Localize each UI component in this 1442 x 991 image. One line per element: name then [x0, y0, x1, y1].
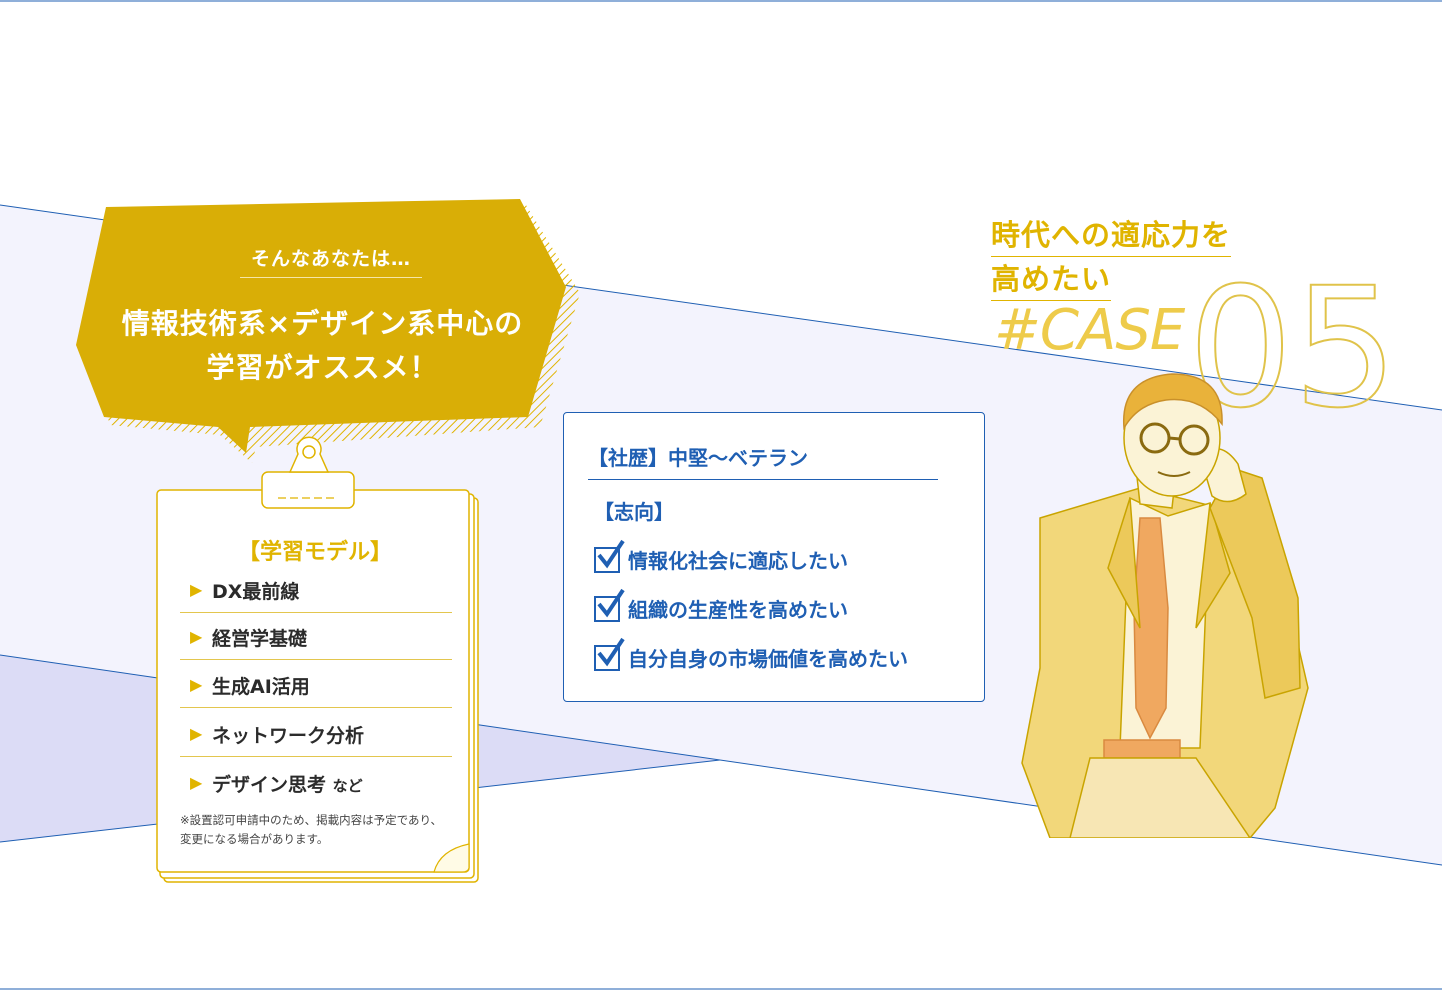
- learning-item: ▶ DX最前線: [180, 576, 452, 613]
- orientation-label: 【志向】: [594, 500, 674, 524]
- learning-item: ▶ デザイン思考 など: [190, 773, 363, 796]
- learning-item: ▶ 経営学基礎: [180, 623, 452, 660]
- checkbox-icon: [594, 645, 620, 671]
- learning-model-title: 【学習モデル】: [237, 540, 392, 565]
- speech-bubble: [76, 199, 580, 463]
- triangle-right-icon: ▶: [190, 773, 203, 792]
- case-number: 05: [1187, 252, 1399, 444]
- learning-item: ▶ ネットワーク分析: [180, 720, 452, 757]
- bubble-headline-line2: 学習がオススメ！: [206, 351, 439, 384]
- triangle-right-icon: ▶: [190, 580, 203, 599]
- triangle-right-icon: ▶: [190, 675, 203, 694]
- case-label: #CASE: [994, 298, 1185, 363]
- checkbox-icon: [594, 547, 620, 573]
- bubble-headline: 情報技術系×デザイン系中心の 学習がオススメ！: [100, 302, 545, 390]
- disclaimer-note: ※設置認可申請中のため、掲載内容は予定であり、 変更になる場合があります。: [180, 813, 443, 846]
- businessman-illustration: [1021, 373, 1309, 838]
- bubble-subtitle: そんなあなたは…: [240, 244, 422, 278]
- profile-card: [563, 412, 985, 702]
- case-heading-line2: 高めたい: [991, 256, 1112, 301]
- triangle-right-icon: ▶: [190, 627, 203, 646]
- check-icon: [597, 637, 625, 667]
- bubble-headline-line1: 情報技術系×デザイン系中心の: [121, 307, 524, 340]
- clip-icon: [261, 436, 355, 509]
- case-heading-line1: 時代への適応力を: [991, 212, 1232, 257]
- checkbox-icon: [594, 596, 620, 622]
- clipboard: [156, 436, 479, 883]
- check-icon: [597, 588, 625, 618]
- career-label: 【社歴】中堅〜ベテラン: [588, 442, 938, 480]
- learning-item: ▶ 生成AI活用: [180, 671, 452, 708]
- check-icon: [597, 539, 625, 569]
- triangle-right-icon: ▶: [190, 724, 203, 743]
